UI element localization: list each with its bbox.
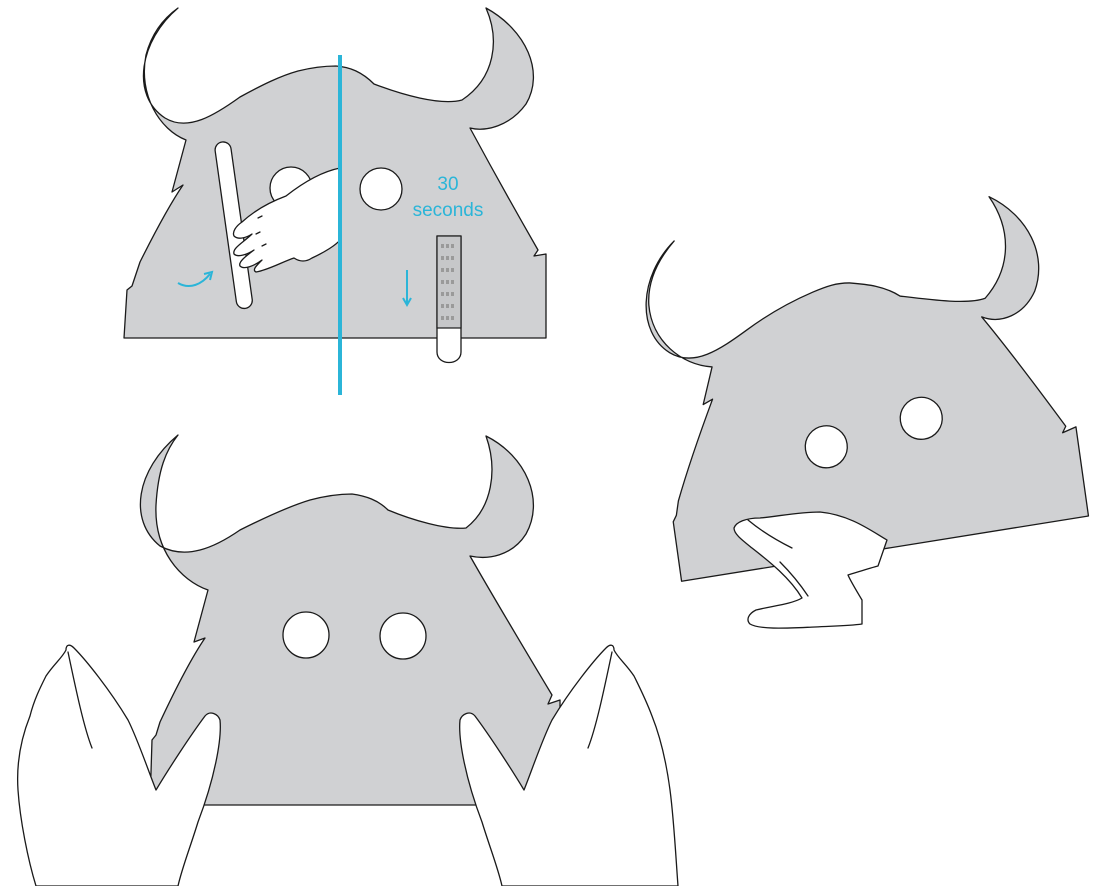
eye-hole-right [899,396,943,440]
left-thumb-line [67,651,93,749]
eye-hole-right [379,612,427,660]
curved-arrow-icon [177,273,211,287]
eye-hole-left [282,611,330,659]
pressing-hand-icon [232,167,341,273]
mask-shape-right [645,196,1090,582]
step-hold-mask-one-hand [645,196,1090,629]
finger-line-3 [261,243,267,247]
left-hand-icon [16,644,221,886]
step-hold-mask-two-hands [16,434,679,886]
eye-hole-left [804,425,848,469]
annotation-time-unit: seconds [413,200,484,221]
step-attach-strip: 30 seconds [123,7,547,395]
finger-line-b [779,561,809,597]
finger-line-1 [257,215,263,219]
mask-shape-bottom [139,434,561,806]
finger-line-2 [255,231,261,235]
down-arrow-head [402,297,412,308]
right-thumb-line [587,651,613,749]
right-hand-icon [459,644,679,886]
finger-line-a [747,519,793,549]
curved-arrow-head [203,270,214,281]
holding-hand-icon [733,511,888,629]
eye-hole-right [359,167,403,211]
annotation-time-value: 30 [437,174,458,195]
adhesive-strip-icon [436,235,462,364]
